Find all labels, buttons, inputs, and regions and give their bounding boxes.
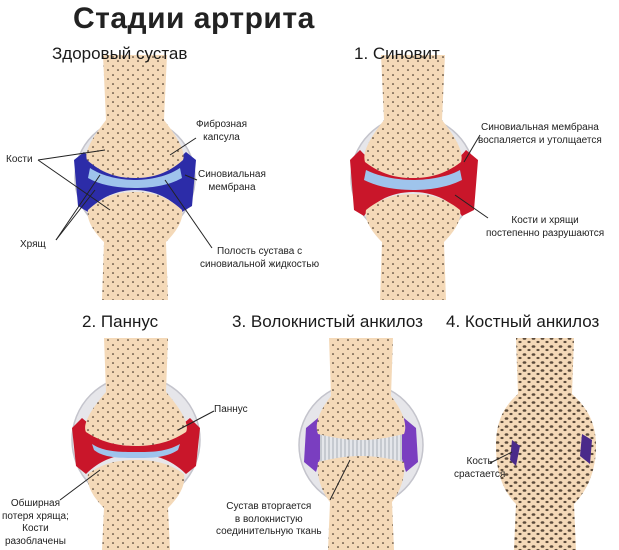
label-membrane-inflamed: Синовиальная мембрана воспаляется и утол… (478, 122, 602, 146)
fibrous-ankylosis-joint-diagram (298, 338, 424, 550)
pannus-panel-title: 2. Паннус (82, 312, 159, 331)
synovitis-lower-bone (365, 194, 461, 300)
label-bone-fuses: Кость срастается (454, 456, 506, 480)
label-bones-destroyed: Кости и хрящи постепенно разрушаются (486, 215, 605, 239)
healthy-lower-bone (87, 192, 183, 300)
synovitis-pointer-lines (454, 134, 489, 219)
fibrous-ankylosis-lower-bone (317, 456, 405, 550)
healthy-joint-diagram (37, 55, 213, 300)
synovitis-cartilage-layer (364, 170, 462, 190)
page-title: Стадии артрита (73, 2, 315, 35)
healthy-cartilage-layer (88, 168, 182, 188)
fibrous-ankylosis-upper-bone (316, 338, 406, 440)
pannus-eroded-cartilage (92, 444, 180, 458)
label-cartilage: Хрящ (20, 239, 46, 250)
pannus-lower-bone (87, 460, 185, 550)
synovitis-upper-bone (364, 55, 462, 178)
synovitis-joint-diagram (350, 55, 489, 300)
label-fibrous-capsule: Фиброзная капсула (196, 119, 248, 143)
fibrous-pointer-line (329, 459, 351, 501)
bony-ankylosis-fused-bone (496, 338, 596, 550)
healthy-pointer-lines (37, 137, 213, 249)
pannus-joint-diagram (59, 338, 215, 550)
healthy-panel-title: Здоровый сустав (52, 44, 188, 63)
bony-ankylosis-right-remnant (580, 434, 592, 464)
bony-pointer-line (489, 451, 513, 464)
pannus-pointer-lines (59, 410, 215, 501)
bony-ankylosis-joint-diagram (489, 338, 596, 550)
bony-ankylosis-panel-title: 4. Костный анкилоз (446, 312, 600, 331)
label-synovial-membrane: Синовиальная мембрана (198, 169, 266, 193)
label-pannus: Паннус (214, 404, 248, 415)
synovitis-panel-title: 1. Синовит (354, 44, 440, 63)
label-cartilage-loss: Обширная потеря хряща; Кости разоблачены (2, 498, 69, 547)
healthy-upper-bone (86, 55, 184, 178)
label-fibrous-invasion: Сустав вторгается в волокнистую соединит… (216, 501, 322, 537)
pannus-upper-bone (85, 338, 187, 446)
bony-ankylosis-left-remnant (510, 440, 520, 466)
fibrous-ankylosis-panel-title: 3. Волокнистый анкилоз (232, 312, 423, 331)
label-joint-cavity: Полость сустава с синовиальной жидкостью (200, 246, 320, 270)
label-bones: Кости (6, 154, 33, 165)
